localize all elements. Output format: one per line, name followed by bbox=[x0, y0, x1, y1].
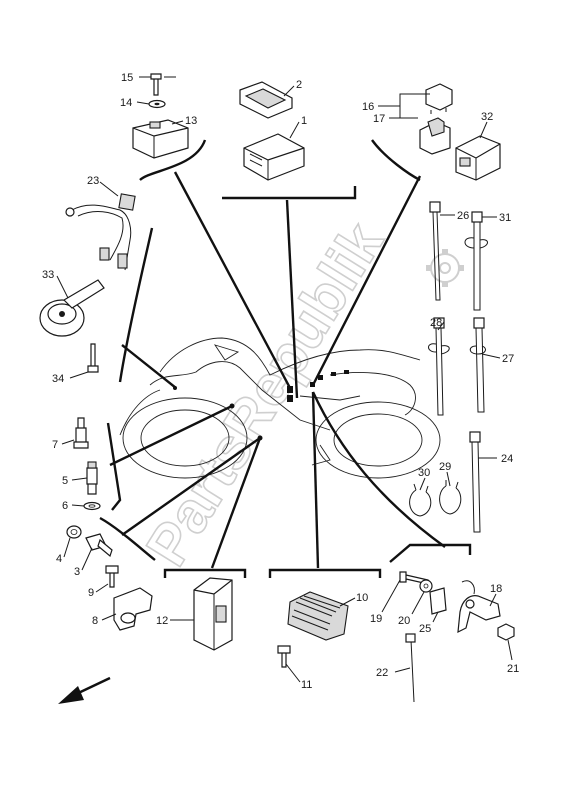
part-24-cable-tie bbox=[469, 431, 481, 533]
part-labels: 15 14 13 2 1 16 17 32 26 31 23 33 34 28 … bbox=[42, 72, 519, 691]
part-6-gasket bbox=[83, 501, 101, 511]
label-2: 2 bbox=[296, 79, 302, 91]
part-23-wire-harness bbox=[65, 193, 136, 271]
part-10-rectifier-regulator bbox=[287, 591, 349, 641]
label-8: 8 bbox=[92, 615, 98, 627]
part-7-sensor bbox=[73, 417, 89, 449]
label-10: 10 bbox=[356, 592, 368, 604]
label-19: 19 bbox=[370, 613, 382, 625]
part-28-cable-tie bbox=[428, 317, 450, 416]
mount-point bbox=[318, 375, 323, 380]
part-16-relay-small bbox=[425, 83, 453, 114]
label-3: 3 bbox=[74, 566, 80, 578]
mount-point bbox=[287, 395, 293, 402]
part-14-washer bbox=[148, 99, 166, 109]
label-22: 22 bbox=[376, 667, 388, 679]
part-1-ecu bbox=[243, 133, 305, 181]
label-27: 27 bbox=[502, 353, 514, 365]
label-26: 26 bbox=[457, 210, 469, 222]
part-4-gasket bbox=[66, 525, 82, 539]
label-23: 23 bbox=[87, 175, 99, 187]
label-29: 29 bbox=[439, 461, 451, 473]
label-21: 21 bbox=[507, 663, 519, 675]
part-12-igniter bbox=[193, 577, 233, 651]
mount-point bbox=[331, 372, 336, 376]
label-33: 33 bbox=[42, 269, 54, 281]
part-5-switch bbox=[86, 461, 98, 495]
part-8-crank-sensor bbox=[113, 587, 153, 631]
group-brackets bbox=[99, 139, 472, 578]
label-16: 16 bbox=[362, 101, 374, 113]
label-25: 25 bbox=[419, 623, 431, 635]
part-11-bolt bbox=[277, 645, 291, 668]
watermark-text: PartsRepublik bbox=[134, 211, 396, 577]
part-18-sensor bbox=[457, 580, 501, 634]
part-17-relay-socket bbox=[419, 117, 451, 155]
part-9-bolt bbox=[105, 565, 119, 588]
label-28: 28 bbox=[430, 317, 442, 329]
label-11: 11 bbox=[301, 679, 312, 691]
part-15-screw bbox=[150, 73, 176, 96]
part-33-horn bbox=[39, 279, 105, 337]
label-15: 15 bbox=[121, 72, 133, 84]
label-20: 20 bbox=[398, 615, 410, 627]
label-17: 17 bbox=[373, 113, 385, 125]
part-22-tie bbox=[405, 633, 416, 703]
leader-lines bbox=[56, 76, 513, 683]
label-32: 32 bbox=[481, 111, 493, 123]
part-34-bolt bbox=[87, 343, 99, 373]
label-34: 34 bbox=[52, 373, 64, 385]
label-31: 31 bbox=[499, 212, 511, 224]
arrow-down-left-icon bbox=[58, 676, 111, 704]
label-5: 5 bbox=[62, 475, 68, 487]
part-32-flasher-relay bbox=[455, 135, 501, 181]
label-4: 4 bbox=[56, 553, 62, 565]
part-31-cable-tie bbox=[464, 211, 488, 311]
label-14: 14 bbox=[120, 97, 132, 109]
part-20-washer bbox=[419, 579, 433, 593]
gear-icon bbox=[426, 249, 464, 287]
part-3-temp-sensor bbox=[85, 533, 113, 558]
label-9: 9 bbox=[88, 587, 94, 599]
label-6: 6 bbox=[62, 500, 68, 512]
mount-point bbox=[344, 370, 349, 374]
part-21-nut bbox=[497, 623, 515, 641]
label-12: 12 bbox=[156, 615, 168, 627]
part-25-bracket bbox=[429, 587, 447, 615]
label-24: 24 bbox=[501, 453, 513, 465]
label-7: 7 bbox=[52, 439, 58, 451]
part-2-connector-cover bbox=[239, 81, 293, 119]
part-26-cable-tie bbox=[429, 201, 441, 301]
part-27-cable-tie bbox=[469, 317, 486, 413]
part-13-relay bbox=[132, 119, 189, 159]
label-1: 1 bbox=[301, 115, 307, 127]
mount-point bbox=[287, 386, 293, 393]
label-13: 13 bbox=[185, 115, 197, 127]
part-29-clamp bbox=[439, 480, 462, 515]
part-30-clamp bbox=[409, 483, 432, 517]
label-30: 30 bbox=[418, 467, 430, 479]
label-18: 18 bbox=[490, 583, 502, 595]
